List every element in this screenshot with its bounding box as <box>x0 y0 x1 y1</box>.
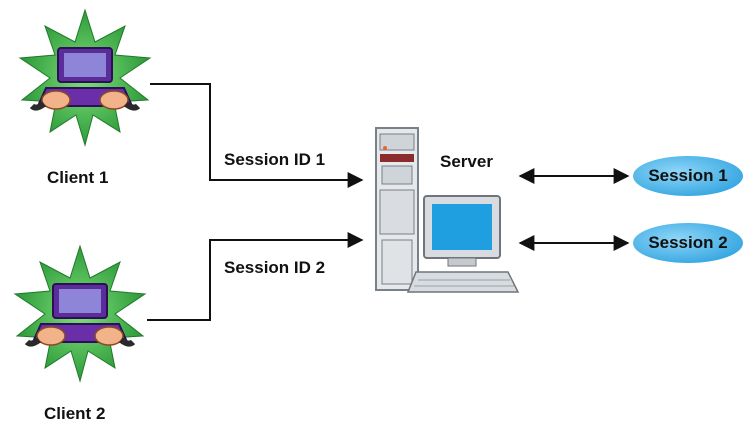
session-1-label: Session 1 <box>648 166 728 185</box>
session-id-2-label: Session ID 2 <box>224 258 326 277</box>
client-2-connection-line <box>147 232 364 321</box>
session-2-label: Session 2 <box>648 233 728 252</box>
client-1-icon <box>18 8 152 147</box>
server-label: Server <box>440 152 493 171</box>
client-2-icon <box>13 244 147 383</box>
server-icon <box>375 127 520 293</box>
client-1-label: Client 1 <box>47 168 109 187</box>
client-1-connection-line <box>150 83 364 188</box>
session-id-1-label: Session ID 1 <box>224 150 326 169</box>
session-1-ellipse <box>633 156 743 196</box>
session-2-ellipse <box>633 223 743 263</box>
client-2-label: Client 2 <box>44 404 106 423</box>
